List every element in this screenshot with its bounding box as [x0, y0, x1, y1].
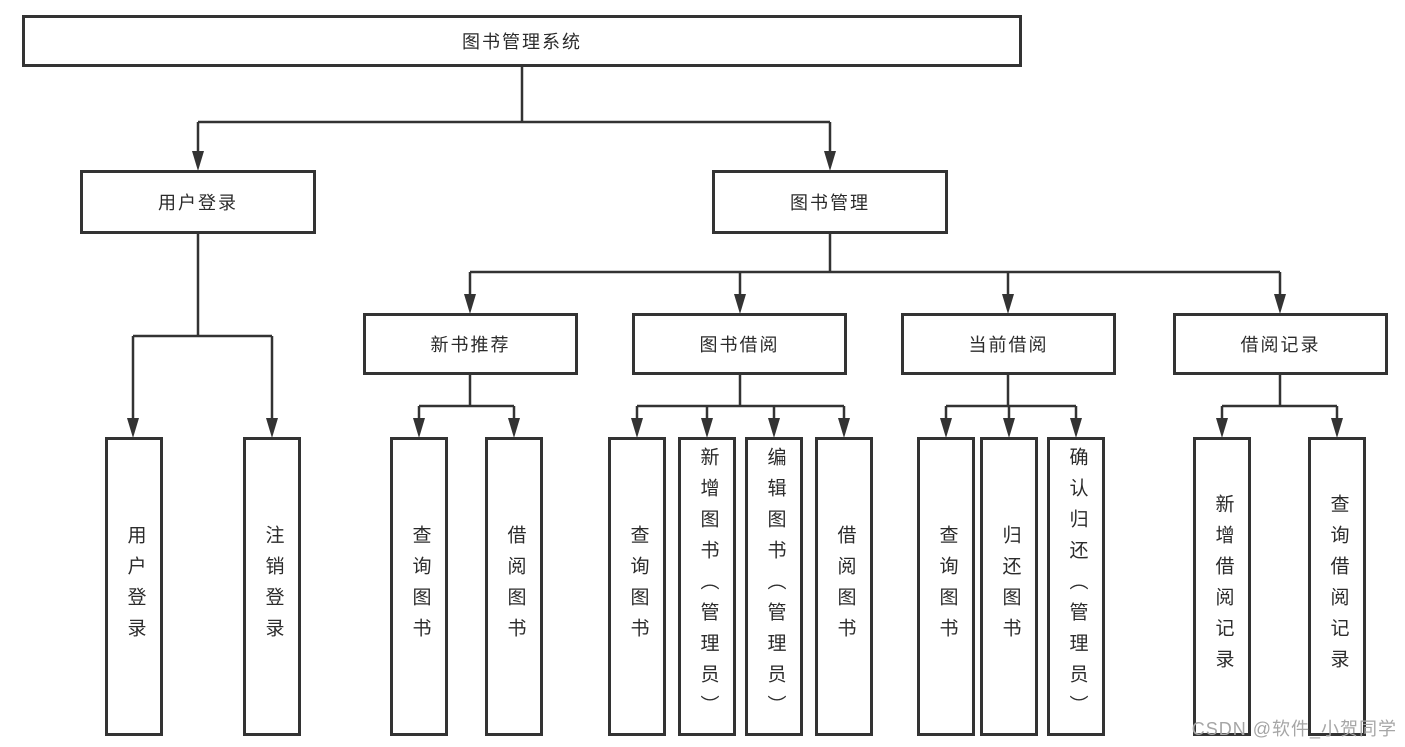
node-new-book-recommend-label: 新书推荐: [430, 335, 511, 355]
node-borrow-records: 借阅记录: [1173, 313, 1388, 375]
arrowhead: [1216, 418, 1228, 438]
connector-bookmgmt-to-level3: [468, 232, 1282, 300]
node-book-management: 图书管理: [712, 170, 948, 234]
arrowhead: [464, 294, 476, 314]
leaf-newbook-query: 查询图书: [390, 437, 448, 736]
leaf-user-login-label: 用户登录: [124, 524, 146, 649]
node-current-borrow: 当前借阅: [901, 313, 1116, 375]
arrowhead: [838, 418, 850, 438]
arrowhead: [734, 294, 746, 314]
arrowhead: [192, 151, 204, 171]
leaf-current-query-label: 查询图书: [936, 524, 958, 649]
connector-bookborrow-to-leaves: [635, 374, 846, 423]
arrowhead: [1070, 418, 1082, 438]
leaf-newbook-query-label: 查询图书: [409, 524, 431, 649]
leaf-edit-book-admin: 编辑图书（管理员）: [745, 437, 803, 736]
arrowhead: [1331, 418, 1343, 438]
leaf-borrow-query-label: 查询图书: [627, 524, 649, 649]
leaf-current-query: 查询图书: [917, 437, 975, 736]
node-book-management-label: 图书管理: [790, 193, 870, 213]
leaf-newbook-borrow: 借阅图书: [485, 437, 543, 736]
leaf-return-book: 归还图书: [980, 437, 1038, 736]
arrowhead: [127, 418, 139, 438]
leaf-add-borrow-record-label: 新增借阅记录: [1212, 493, 1234, 680]
arrowhead: [768, 418, 780, 438]
arrowhead: [1003, 418, 1015, 438]
arrowhead: [824, 151, 836, 171]
node-book-borrow: 图书借阅: [632, 313, 847, 375]
leaf-add-book-admin: 新增图书（管理员）: [678, 437, 736, 736]
node-borrow-records-label: 借阅记录: [1240, 335, 1321, 355]
leaf-newbook-borrow-label: 借阅图书: [504, 524, 526, 649]
node-user-login: 用户登录: [80, 170, 316, 234]
arrowhead: [940, 418, 952, 438]
leaf-edit-book-admin-label: 编辑图书（管理员）: [764, 447, 786, 726]
arrowhead: [1002, 294, 1014, 314]
node-current-borrow-label: 当前借阅: [968, 335, 1049, 355]
node-user-login-label: 用户登录: [158, 193, 238, 213]
leaf-add-borrow-record: 新增借阅记录: [1193, 437, 1251, 736]
arrowhead: [701, 418, 713, 438]
arrowhead: [1274, 294, 1286, 314]
leaf-borrow-book: 借阅图书: [815, 437, 873, 736]
connector-userlogin-to-leaves: [131, 232, 274, 423]
node-new-book-recommend: 新书推荐: [363, 313, 578, 375]
arrowhead: [631, 418, 643, 438]
node-root: 图书管理系统: [22, 15, 1022, 67]
leaf-return-book-label: 归还图书: [999, 524, 1021, 649]
arrowhead: [266, 418, 278, 438]
leaf-logout-label: 注销登录: [262, 524, 284, 649]
connector-borrowrecords-to-leaves: [1220, 374, 1339, 423]
connector-root-to-level2: [196, 65, 832, 156]
leaf-query-borrow-record-label: 查询借阅记录: [1327, 493, 1349, 680]
watermark: CSDN @软件_小贺同学: [1191, 719, 1397, 739]
arrowheads: [127, 151, 1343, 438]
connector-currentborrow-to-leaves: [944, 374, 1078, 423]
leaf-borrow-query: 查询图书: [608, 437, 666, 736]
leaf-logout: 注销登录: [243, 437, 301, 736]
connector-newbook-to-leaves: [417, 374, 516, 423]
leaf-confirm-return-admin: 确认归还（管理员）: [1047, 437, 1105, 736]
leaf-query-borrow-record: 查询借阅记录: [1308, 437, 1366, 736]
leaf-confirm-return-admin-label: 确认归还（管理员）: [1066, 447, 1088, 726]
arrowhead: [413, 418, 425, 438]
leaf-add-book-admin-label: 新增图书（管理员）: [697, 447, 719, 726]
arrowhead: [508, 418, 520, 438]
leaf-user-login: 用户登录: [105, 437, 163, 736]
node-root-label: 图书管理系统: [462, 32, 582, 52]
leaf-borrow-book-label: 借阅图书: [834, 524, 856, 649]
node-book-borrow-label: 图书借阅: [699, 335, 780, 355]
